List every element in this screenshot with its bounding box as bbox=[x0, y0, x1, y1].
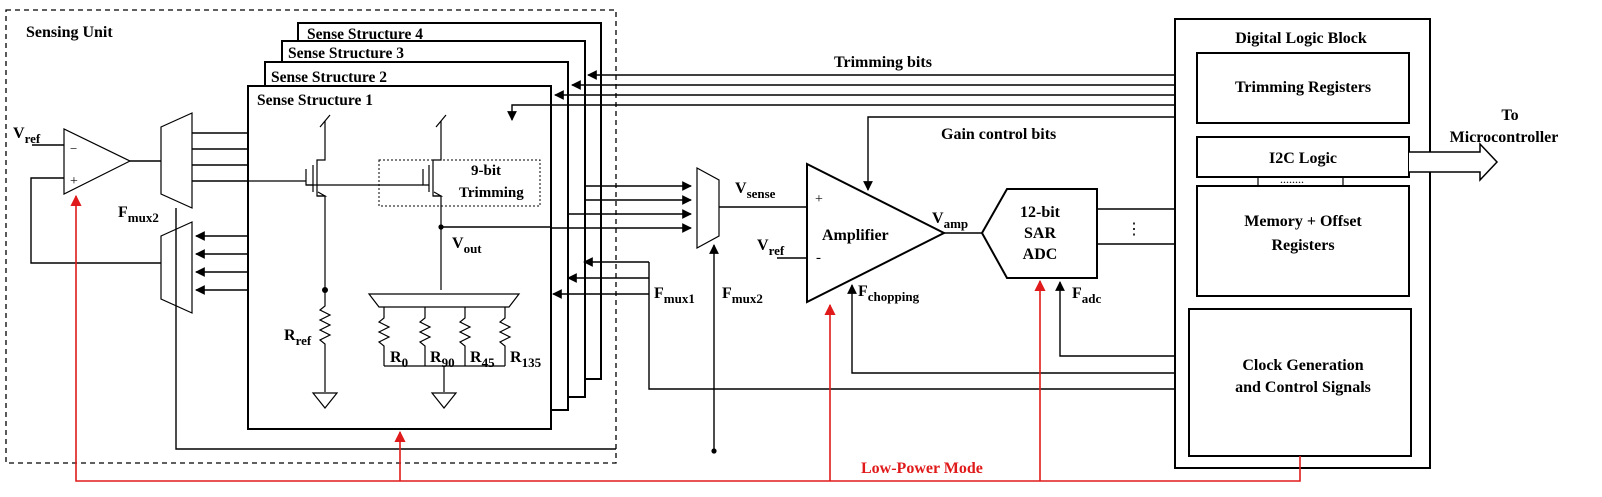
transistor-circuit: 9-bit Trimming Vout Rref R0 R90 R45 R135 bbox=[248, 114, 542, 409]
i2c-logic-box bbox=[1196, 136, 1410, 178]
adc-label-2: SAR bbox=[1024, 225, 1056, 242]
trimming-box bbox=[378, 159, 541, 207]
fmux1-lines: Fmux1 bbox=[552, 257, 1189, 390]
trimming-bits-label: Trimming bits bbox=[834, 54, 932, 71]
fmux2-left-label: Fmux2 bbox=[118, 204, 159, 225]
amp-plus: + bbox=[815, 192, 823, 207]
trimming-registers-label: Trimming Registers bbox=[1235, 79, 1371, 96]
r90-label: R90 bbox=[430, 349, 455, 370]
clock-generation-box bbox=[1188, 308, 1412, 457]
vamp-label: Vamp bbox=[932, 210, 968, 231]
low-power-mode-label: Low-Power Mode bbox=[861, 460, 983, 477]
clock-label-2: and Control Signals bbox=[1235, 379, 1371, 396]
sense-structure-4-label: Sense Structure 4 bbox=[307, 26, 423, 43]
sar-adc: 12-bit SAR ADC ⋮ Fadc bbox=[980, 188, 1197, 357]
sense-mux: Vsense Fmux2 bbox=[696, 166, 810, 454]
vref-amp-label: Vref bbox=[757, 237, 785, 258]
sensing-unit: Sensing Unit Sense Structure 4 Sense Str… bbox=[5, 9, 617, 464]
rref-label: Rref bbox=[284, 327, 312, 348]
clock-label-1: Clock Generation bbox=[1242, 357, 1363, 374]
vref-left-label: Vref bbox=[13, 125, 41, 146]
r135-label: R135 bbox=[510, 349, 542, 370]
adc-bus-dots: ⋮ bbox=[1126, 221, 1142, 238]
amplifier-label: Amplifier bbox=[822, 227, 889, 244]
memory-label-1: Memory + Offset bbox=[1244, 213, 1362, 230]
trimming-bus: Trimming bits Gain control bits bbox=[507, 54, 1197, 191]
opamp-minus: − bbox=[70, 141, 77, 156]
trimming-label-1: 9-bit bbox=[471, 163, 501, 179]
memory-label-2: Registers bbox=[1271, 237, 1334, 254]
r45-label: R45 bbox=[470, 349, 495, 370]
output-label-1: To bbox=[1501, 107, 1518, 124]
sense-structure-1-label: Sense Structure 1 bbox=[257, 92, 373, 109]
sense-output-lines bbox=[441, 181, 692, 233]
sensing-unit-border bbox=[5, 9, 617, 464]
left-mux-top bbox=[160, 112, 248, 209]
adc-label-1: 12-bit bbox=[1020, 204, 1061, 221]
vout-label: Vout bbox=[452, 235, 482, 256]
gain-control-bits-label: Gain control bits bbox=[941, 126, 1056, 143]
left-mux-bottom bbox=[160, 221, 248, 314]
memory-registers-box bbox=[1196, 185, 1410, 297]
vsense-label: Vsense bbox=[735, 180, 776, 201]
trimming-registers-box bbox=[1196, 52, 1410, 124]
i2c-logic-label: I2C Logic bbox=[1269, 150, 1337, 167]
output-label-2: Microcontroller bbox=[1450, 129, 1559, 146]
trimming-label-2: Trimming bbox=[459, 185, 524, 201]
opamp-plus: + bbox=[70, 174, 78, 189]
adc-label-3: ADC bbox=[1023, 246, 1058, 263]
fadc-label: Fadc bbox=[1072, 285, 1102, 306]
sense-structure-1: Sense Structure 1 bbox=[247, 85, 552, 430]
microcontroller-output: To Microcontroller bbox=[1409, 107, 1559, 182]
comparator-opamp: − + Vref bbox=[13, 125, 161, 264]
i2c-bus-dots: ........ bbox=[1280, 172, 1304, 186]
sense-structure-3-label: Sense Structure 3 bbox=[288, 45, 404, 62]
digital-logic-block: Digital Logic Block Trimming Registers I… bbox=[1174, 18, 1431, 469]
sense-structure-2-label: Sense Structure 2 bbox=[271, 69, 387, 86]
output-arrow bbox=[1409, 142, 1499, 182]
amplifier: Amplifier + - Vref Vamp Fchopping bbox=[757, 162, 1189, 374]
digital-logic-title: Digital Logic Block bbox=[1235, 30, 1367, 47]
r0-label: R0 bbox=[390, 349, 408, 370]
fmux1-label: Fmux1 bbox=[654, 285, 695, 306]
fmux2-mid-label: Fmux2 bbox=[722, 285, 763, 306]
sensing-unit-title: Sensing Unit bbox=[26, 24, 113, 41]
amp-minus: - bbox=[816, 250, 821, 266]
low-power-mode-lines: Low-Power Mode bbox=[70, 194, 1301, 482]
fchopping-label: Fchopping bbox=[858, 283, 920, 304]
